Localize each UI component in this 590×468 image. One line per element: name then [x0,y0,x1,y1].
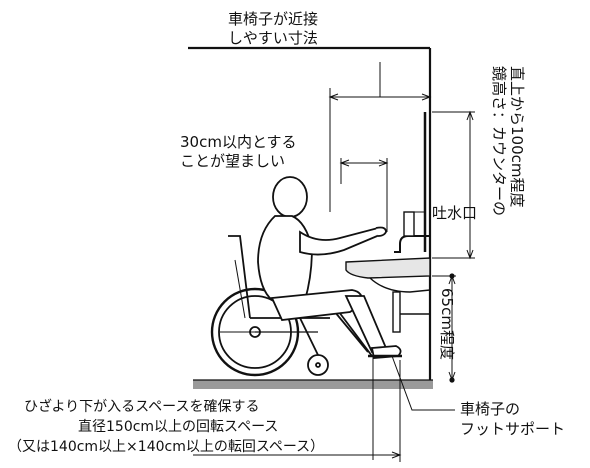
knee-space-label: ひざより下が入るスペースを確保する [24,398,259,415]
mirror-height-label-2: 直上から100cm程度 [508,66,526,208]
turning-space-alt-label: （又は140cm以上×140cm以上の転回スペース） [8,439,324,455]
approach-label-1: 車椅子が近接 [228,10,318,28]
footrest-label-2: フットサポート [460,420,565,438]
within-30cm-label-2: ことが望ましい [180,152,285,170]
turning-space-label: 直径150cm以上の回転スペース [78,418,278,435]
mirror-height-label-1: 鏡高さ：カウンターの [490,66,508,216]
spout-label: 吐水口 [432,204,477,222]
floor [193,380,433,389]
within-30cm-label-1: 30cm以内とする [180,133,297,151]
height-65cm-label: 65cm程度 [438,288,456,360]
wall [188,46,432,387]
approach-label-2: しやすい寸法 [228,29,318,47]
footrest-label-1: 車椅子の [460,400,520,418]
dimension-lines [193,62,475,462]
